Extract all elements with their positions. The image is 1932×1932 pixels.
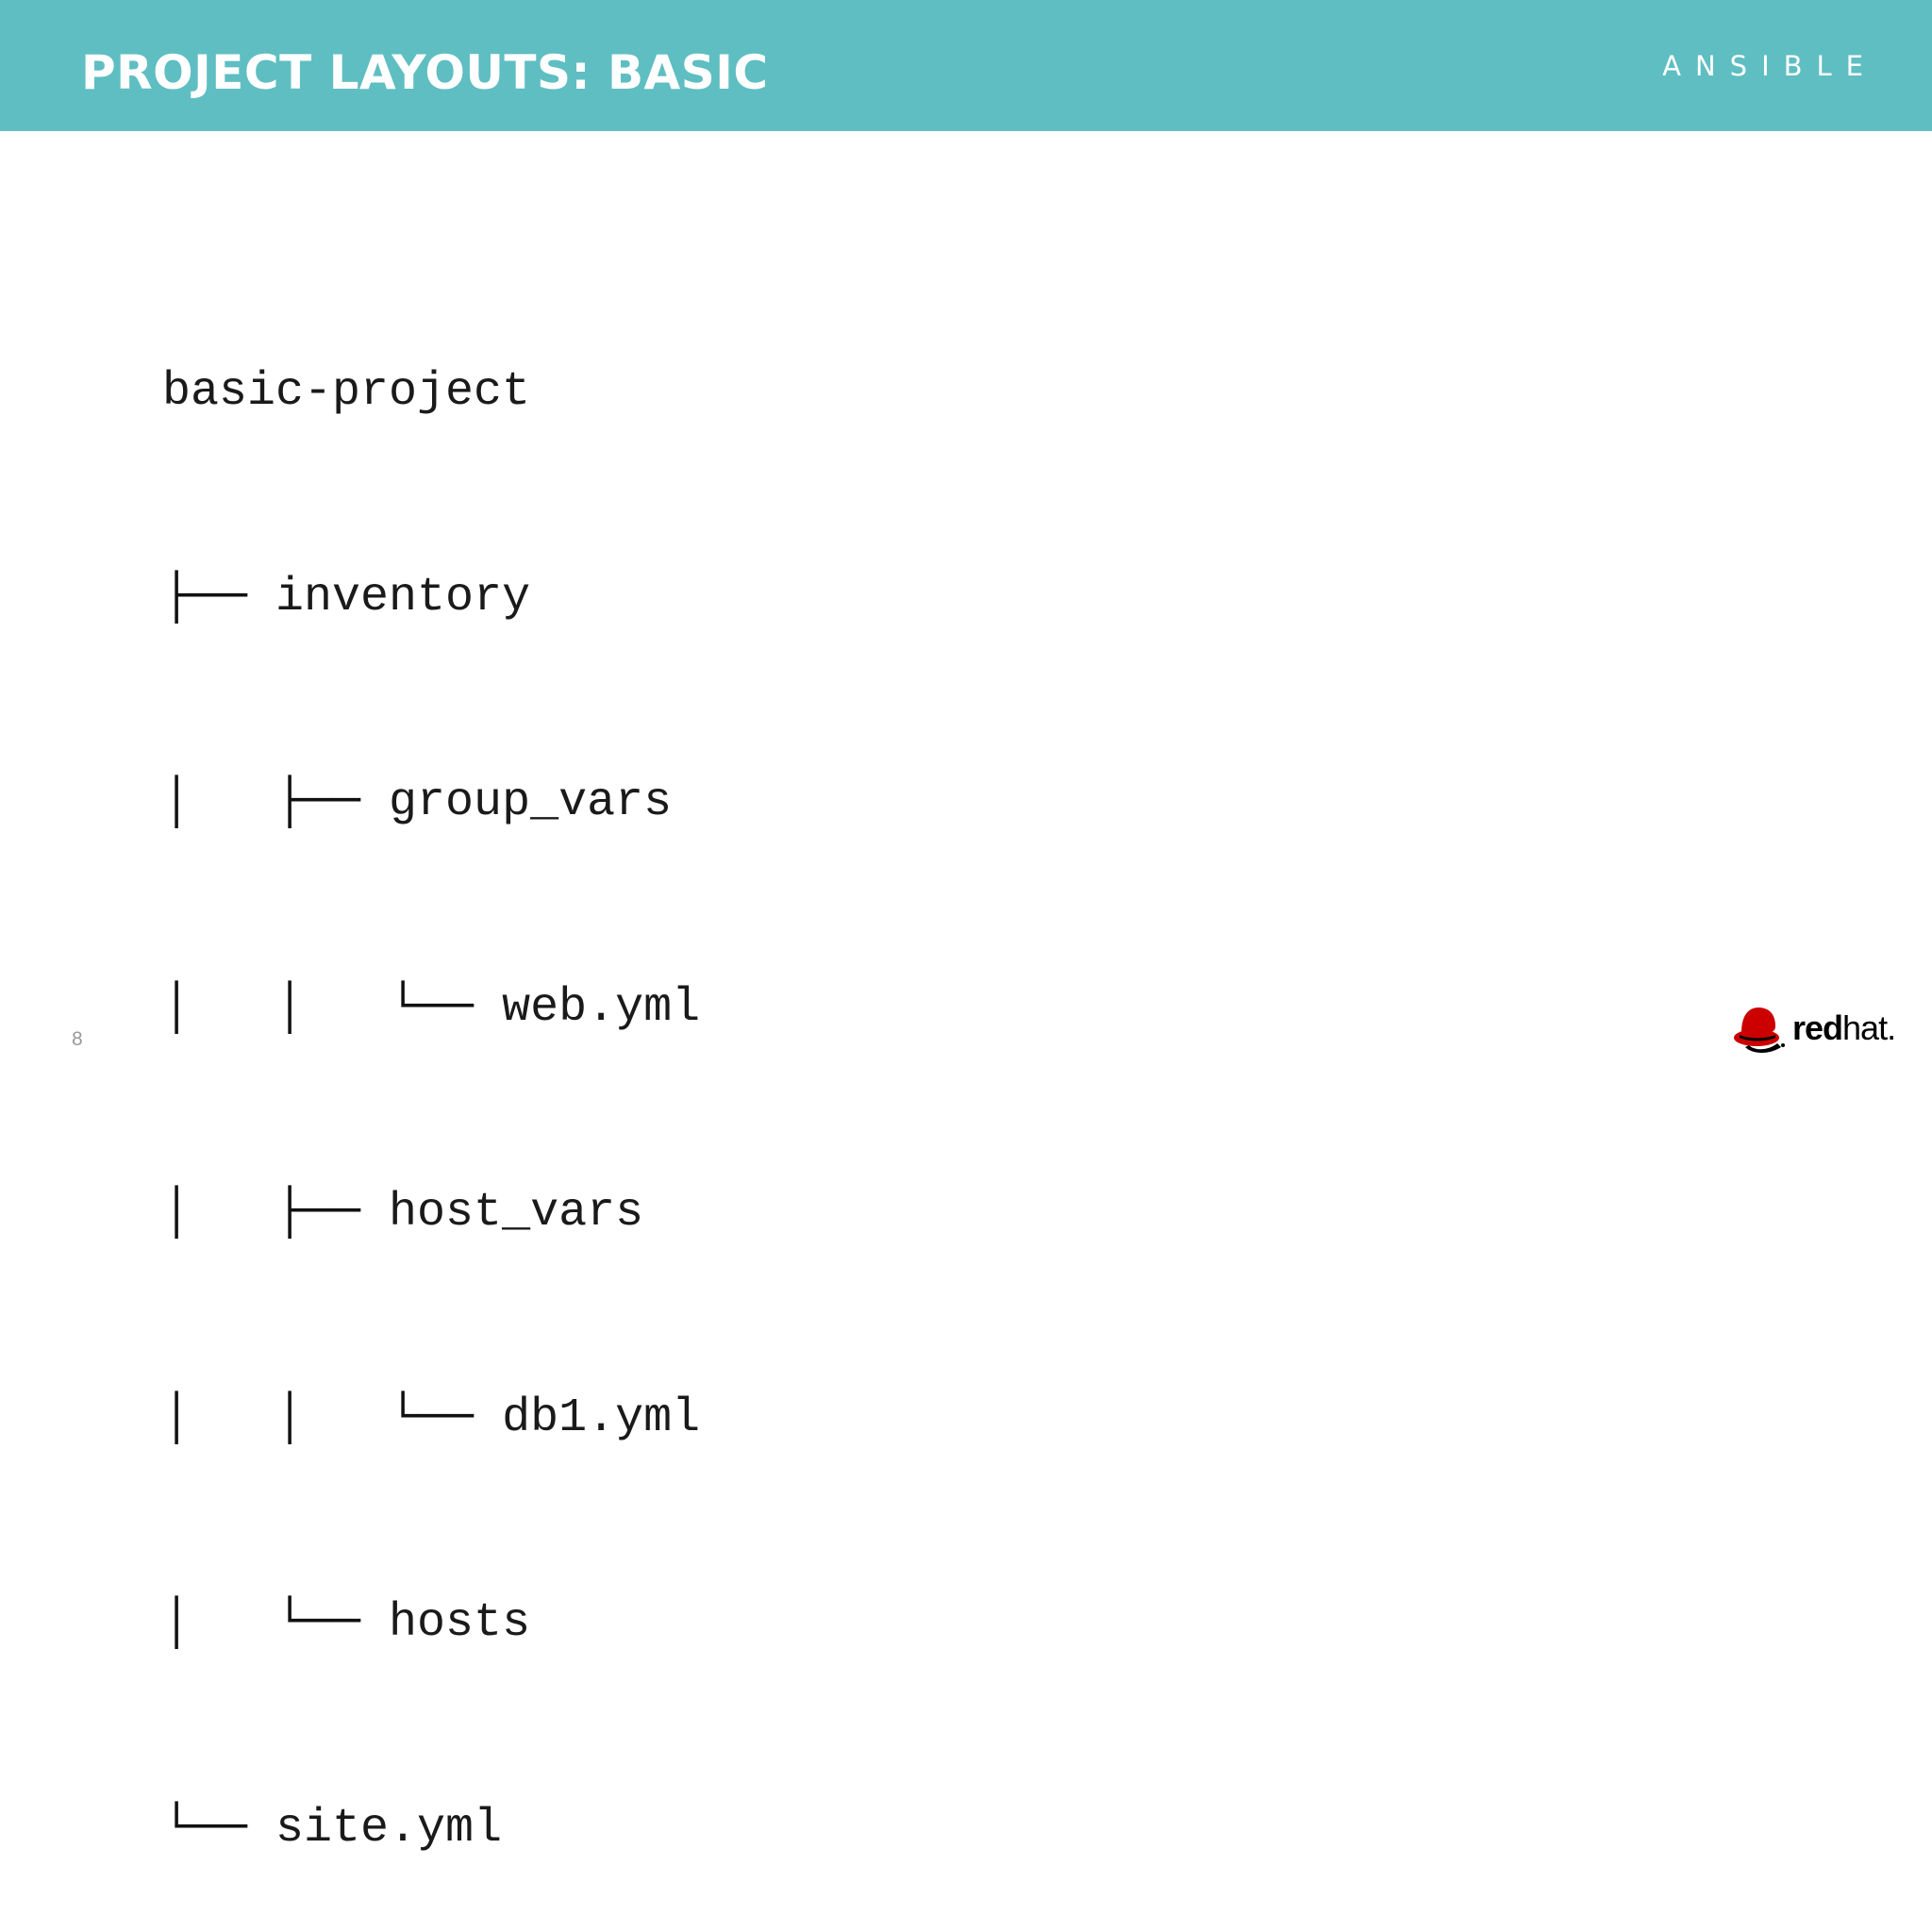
tree-branch: │ │ └── [162,980,503,1035]
tree-line: │ ├── group_vars [162,769,700,838]
tree-entry-name: group_vars [389,775,673,829]
redhat-shadowman-icon [1734,1008,1785,1053]
redhat-wordmark: redhat. [1792,1008,1896,1048]
tree-entry-name: db1.yml [502,1391,701,1445]
page-number: 8 [72,1028,83,1050]
tree-entry-name: site.yml [275,1801,503,1856]
tree-entry-name: basic-project [162,365,531,419]
slide-title: PROJECT LAYOUTS: BASIC [81,45,769,100]
tree-line: │ └── hosts [162,1590,700,1658]
directory-tree: basic-project ├── inventory │ ├── group_… [162,222,700,1932]
tree-entry-name: web.yml [502,980,701,1035]
tree-branch: │ └── [162,1596,390,1650]
redhat-wordmark-regular: hat. [1842,1008,1896,1047]
redhat-wordmark-bold: red [1792,1008,1843,1047]
tree-entry-name: inventory [275,570,531,625]
ansible-wordmark: ANSIBLE [1662,50,1877,82]
tree-branch: └── [162,1801,276,1856]
redhat-logo: redhat. [1732,1004,1896,1053]
slide-header: PROJECT LAYOUTS: BASIC ANSIBLE [0,0,1932,131]
tree-line: │ │ └── db1.yml [162,1385,700,1454]
tree-branch: │ │ └── [162,1391,503,1445]
tree-branch: │ ├── [162,1186,390,1240]
tree-line: │ │ └── web.yml [162,974,700,1043]
tree-entry-name: host_vars [389,1186,644,1240]
tree-line: ├── inventory [162,564,700,633]
tree-entry-name: hosts [389,1596,531,1650]
tree-branch: │ ├── [162,775,390,829]
tree-line: │ ├── host_vars [162,1179,700,1248]
tree-line: └── site.yml [162,1795,700,1864]
tree-line: basic-project [162,358,700,427]
tree-branch: ├── [162,570,276,625]
